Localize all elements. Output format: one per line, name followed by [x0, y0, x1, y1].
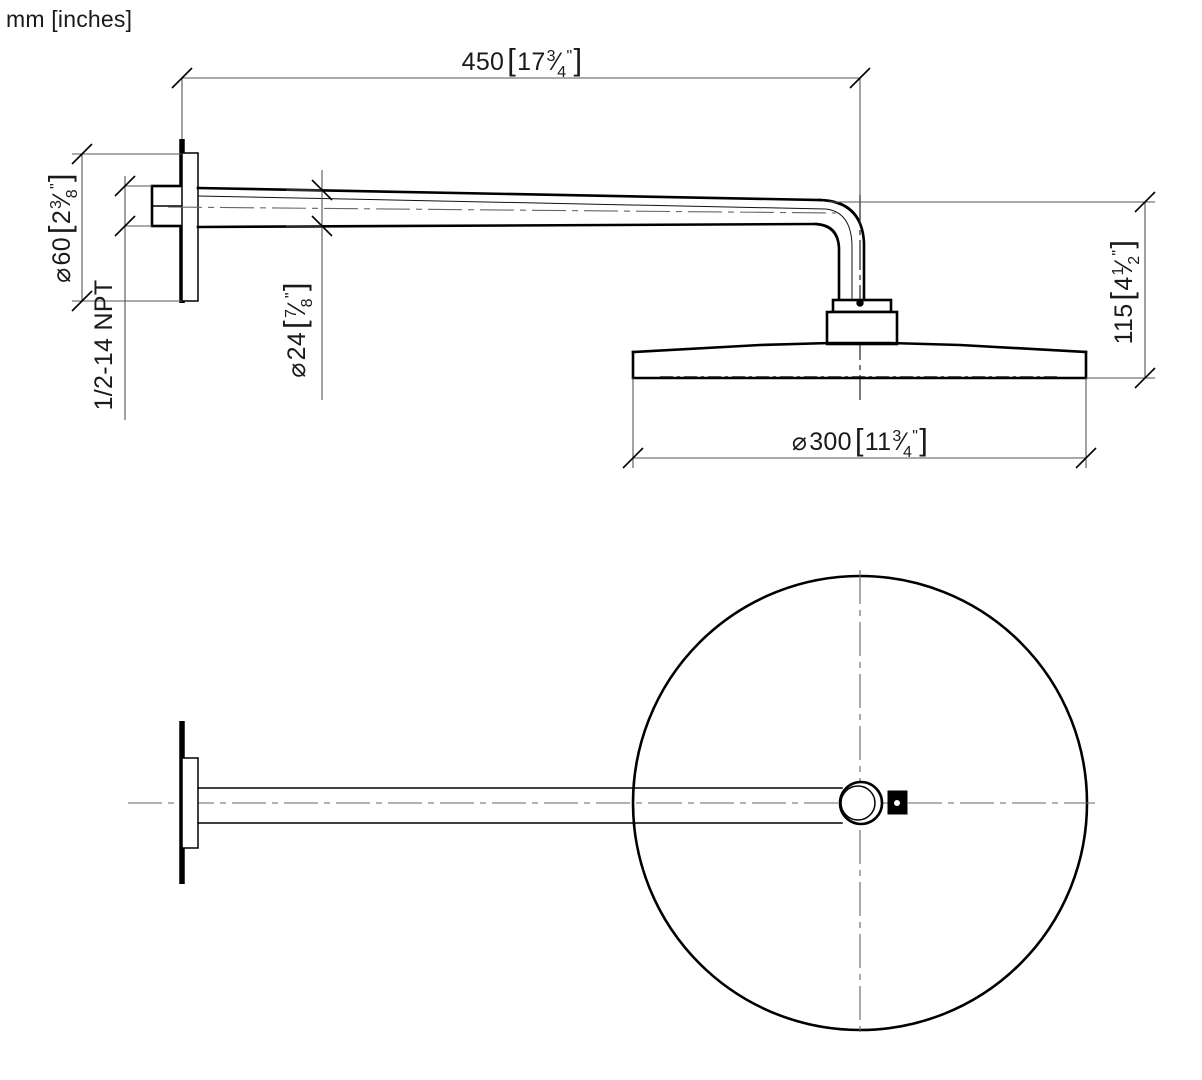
units-label: mm [inches]: [6, 6, 133, 32]
plan-setscrew-detail: [887, 790, 908, 815]
arm-centerline: [167, 206, 837, 214]
head-connector-hub: [825, 298, 899, 346]
plan-connector-collar: [838, 780, 884, 826]
plan-shower-arm: [197, 787, 843, 824]
head-diameter-dimension: ⌀300[113⁄4"]: [622, 378, 1097, 469]
npt-nipple: [150, 184, 185, 228]
arm-diameter-dimension: ⌀24[7⁄8"]: [277, 170, 333, 400]
shower-head-profile: [631, 341, 1088, 380]
drop-height-dimension-text: 115[41⁄2"]: [1104, 240, 1143, 345]
head-diameter-dimension-text: ⌀300[113⁄4"]: [792, 422, 928, 461]
side-elevation-view: [150, 139, 1088, 400]
flange-diameter-dimension-text: ⌀60[23⁄8"]: [42, 173, 81, 283]
plan-wall-flange: [181, 757, 199, 849]
arm-projection-dimension-text: 450[173⁄4"]: [462, 42, 583, 81]
pivot-point: [856, 299, 864, 307]
plan-bottom-view: [128, 570, 1095, 1038]
npt-thread-callout: 1/2-14 NPT: [90, 175, 152, 420]
flange-diameter-dimension: ⌀60[23⁄8"]: [42, 143, 182, 312]
arm-diameter-dimension-text: ⌀24[7⁄8"]: [277, 282, 316, 378]
npt-thread-callout-text: 1/2-14 NPT: [90, 280, 118, 411]
drop-height-dimension: 115[41⁄2"]: [828, 191, 1156, 389]
arm-projection-dimension: 450[173⁄4"]: [171, 42, 871, 195]
wall-flange: [181, 152, 199, 302]
